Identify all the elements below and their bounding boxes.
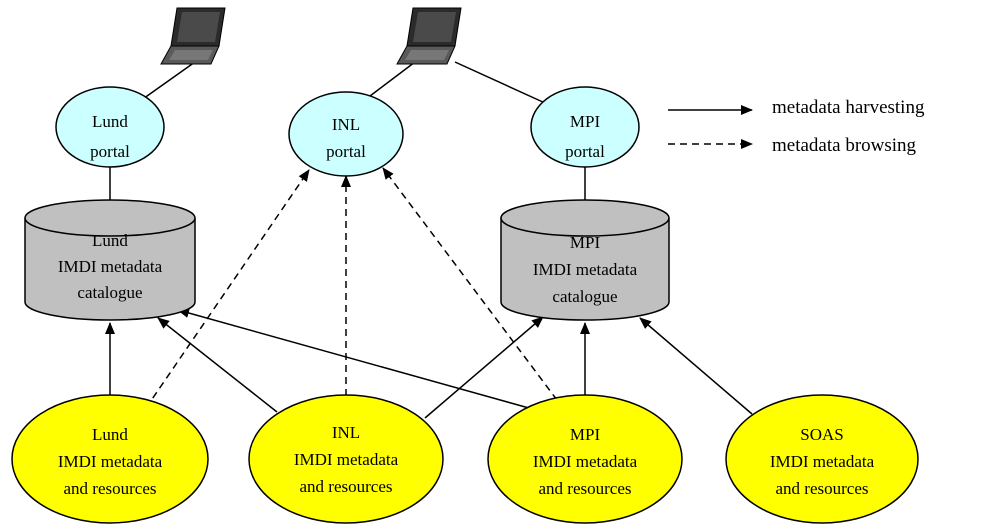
portal-name: Lund [92, 112, 128, 131]
portal-label: portal [90, 142, 130, 161]
laptop-icon [396, 7, 462, 65]
catalogue-label: catalogue [77, 283, 142, 302]
catalogue-label: catalogue [552, 287, 617, 306]
mpi-catalogue: MPI IMDI metadata catalogue [500, 199, 670, 321]
catalogue-name: MPI [570, 233, 601, 252]
source-type: IMDI metadata [770, 452, 875, 471]
connection-line [454, 61, 546, 104]
inl-source: INL IMDI metadata and resources [248, 394, 444, 524]
harvest-arrow-soas-to-mpi-catalogue [639, 317, 753, 415]
source-type: IMDI metadata [294, 450, 399, 469]
connection-line [369, 61, 416, 97]
legend: metadata harvesting metadata browsing [668, 97, 925, 156]
browse-arrow-mpi-to-inl-portal [382, 167, 558, 401]
source-label: and resources [539, 479, 632, 498]
catalogue-type: IMDI metadata [533, 260, 638, 279]
source-label: and resources [776, 479, 869, 498]
source-label: and resources [300, 477, 393, 496]
source-label: and resources [64, 479, 157, 498]
source-type: IMDI metadata [533, 452, 638, 471]
catalogue-type: IMDI metadata [58, 257, 163, 276]
catalogue-name: Lund [92, 231, 128, 250]
legend-harvesting-label: metadata harvesting [772, 97, 925, 118]
lund-source: Lund IMDI metadata and resources [11, 394, 209, 524]
harvest-arrow-mpi-to-lund-catalogue [177, 308, 537, 411]
portal-name: INL [332, 115, 360, 134]
laptop-icon [160, 7, 226, 65]
soas-source: SOAS IMDI metadata and resources [725, 394, 919, 524]
lund-portal: Lund portal [55, 86, 165, 168]
mpi-source: MPI IMDI metadata and resources [487, 394, 683, 524]
portal-name: MPI [570, 112, 601, 131]
inl-portal: INL portal [288, 91, 404, 177]
mpi-portal: MPI portal [530, 86, 640, 168]
source-name: SOAS [800, 425, 843, 444]
source-name: MPI [570, 425, 601, 444]
source-name: INL [332, 423, 360, 442]
harvest-arrow-inl-to-lund-catalogue [157, 317, 278, 413]
portal-label: portal [565, 142, 605, 161]
browse-arrow-lund-to-inl-portal [145, 169, 310, 409]
legend-browsing-label: metadata browsing [772, 135, 917, 156]
harvest-arrow-inl-to-mpi-catalogue [424, 316, 544, 419]
connection-line [139, 61, 196, 102]
source-name: Lund [92, 425, 128, 444]
portal-label: portal [326, 142, 366, 161]
source-type: IMDI metadata [58, 452, 163, 471]
lund-catalogue: Lund IMDI metadata catalogue [24, 199, 196, 321]
